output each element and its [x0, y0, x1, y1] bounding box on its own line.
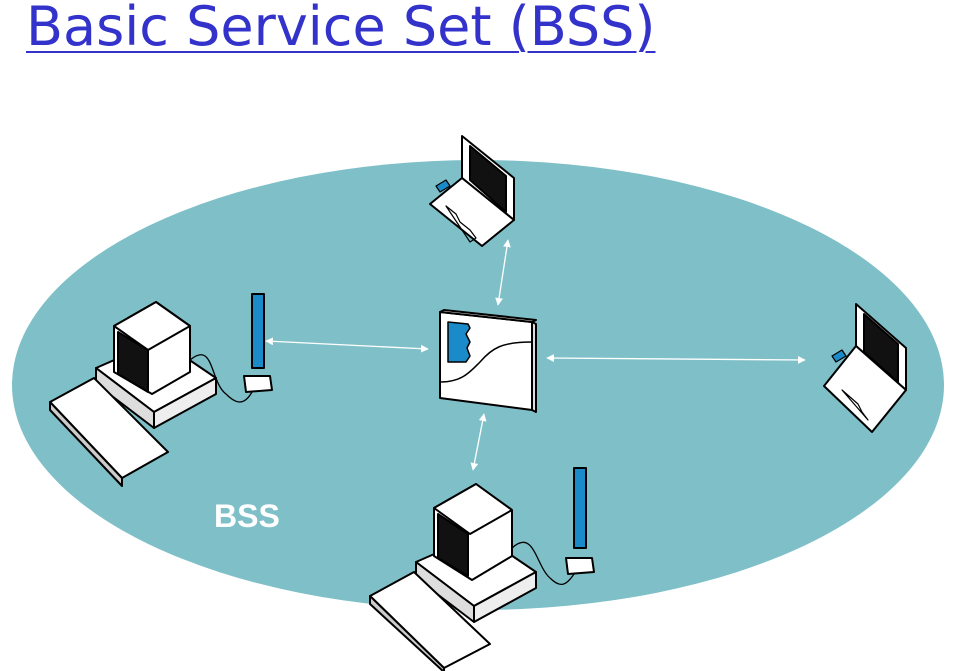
antenna-bottom-icon: [565, 467, 595, 575]
desktop-bottom-icon: [369, 483, 575, 671]
desktop-left-icon: [49, 301, 253, 487]
link-ap-desktop-bottom: [470, 413, 487, 471]
page-title: Basic Service Set (BSS): [26, 0, 656, 58]
bss-label: BSS: [214, 498, 280, 534]
link-ap-laptop-top: [495, 239, 511, 306]
access-point-icon: [439, 309, 537, 413]
links: [265, 239, 806, 471]
antenna-left-icon: [243, 293, 273, 393]
link-ap-laptop-right: [546, 354, 806, 364]
link-ap-desktop-left: [265, 337, 429, 353]
laptop-top-icon: [429, 135, 515, 247]
laptop-right-icon: [823, 303, 907, 433]
